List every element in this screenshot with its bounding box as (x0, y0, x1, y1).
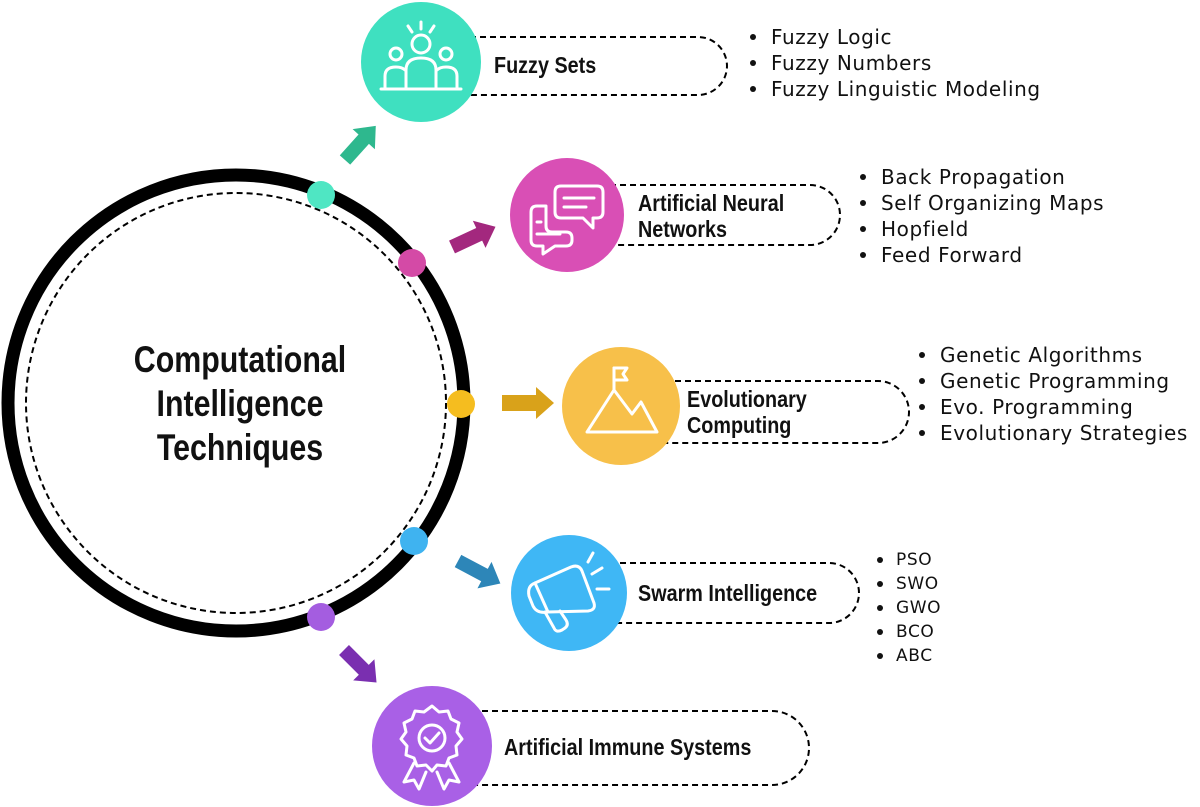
list-item: Evo. Programming (916, 394, 1188, 420)
label-fuzzy-sets-line-1: Fuzzy Sets (494, 52, 597, 78)
list-fuzzy-sets: Fuzzy Logic Fuzzy Numbers Fuzzy Linguist… (747, 24, 1041, 102)
list-item: ABC (874, 644, 941, 668)
list-item: GWO (874, 596, 941, 620)
center-title-line-2: Intelligence (156, 383, 324, 424)
badge-fuzzy-sets (361, 2, 481, 122)
pill-fuzzy-sets (420, 36, 728, 96)
center-title-line-1: Computational (133, 339, 347, 380)
pill-evolutionary (625, 380, 910, 444)
list-item: BCO (874, 620, 941, 644)
list-item: Genetic Algorithms (916, 342, 1188, 368)
arrow-evolutionary (502, 387, 554, 419)
dot-immune (307, 603, 335, 631)
list-item: Fuzzy Numbers (747, 50, 1041, 76)
dot-neural-networks (398, 249, 426, 277)
list-evolutionary: Genetic Algorithms Genetic Programming E… (916, 342, 1188, 446)
list-swarm: PSO SWO GWO BCO ABC (874, 548, 941, 668)
dot-swarm (400, 527, 428, 555)
list-item: PSO (874, 548, 941, 572)
label-swarm: Swarm Intelligence (638, 580, 817, 606)
label-immune: Artificial Immune Systems (504, 734, 751, 760)
list-item: Back Propagation (857, 164, 1104, 190)
dot-evolutionary (447, 390, 475, 418)
list-item: Hopfield (857, 216, 1104, 242)
label-neural-networks: Artificial Neural Networks (638, 190, 784, 242)
badge-evolutionary (562, 347, 680, 465)
list-item: Genetic Programming (916, 368, 1188, 394)
pill-swarm (570, 562, 860, 624)
list-item: Feed Forward (857, 242, 1104, 268)
group-icon (379, 20, 463, 91)
list-item: Evolutionary Strategies (916, 420, 1188, 446)
label-evolutionary: Evolutionary Computing (687, 386, 807, 438)
chat-bubbles-icon (529, 184, 605, 256)
center-title: Computational Intelligence Techniques (92, 338, 387, 470)
list-item: Self Organizing Maps (857, 190, 1104, 216)
label-neural-networks-line-1: Artificial Neural (638, 190, 785, 216)
label-evolutionary-line-1: Evolutionary (687, 386, 807, 412)
mountain-flag-icon (585, 366, 659, 434)
center-title-line-3: Techniques (156, 427, 324, 468)
label-swarm-line-1: Swarm Intelligence (638, 580, 818, 606)
badge-swarm (511, 535, 627, 651)
label-evolutionary-line-2: Computing (687, 412, 792, 438)
arrow-neural-networks (449, 220, 496, 254)
megaphone-icon (527, 551, 611, 633)
list-neural-networks: Back Propagation Self Organizing Maps Ho… (857, 164, 1104, 268)
badge-immune (372, 686, 492, 806)
arrow-swarm (454, 554, 501, 589)
label-immune-line-1: Artificial Immune Systems (504, 734, 752, 760)
list-item: Fuzzy Logic (747, 24, 1041, 50)
label-neural-networks-line-2: Networks (638, 216, 728, 242)
list-item: Fuzzy Linguistic Modeling (747, 76, 1041, 102)
pill-neural-networks (570, 184, 841, 246)
arrow-fuzzy-sets (339, 125, 376, 165)
pill-immune (432, 710, 810, 786)
award-ribbon-icon (399, 704, 464, 791)
dot-fuzzy-sets (307, 181, 335, 209)
main-circle-inner (25, 192, 447, 614)
arrow-immune (339, 645, 377, 683)
badge-neural-networks (510, 158, 624, 272)
list-item: SWO (874, 572, 941, 596)
label-fuzzy-sets: Fuzzy Sets (494, 52, 596, 78)
